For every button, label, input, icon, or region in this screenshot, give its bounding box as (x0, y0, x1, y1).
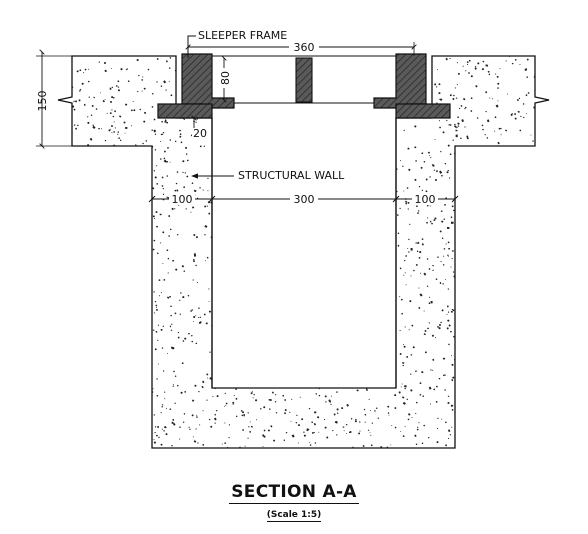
dim-chain-tick-3 (392, 195, 400, 203)
sleeper-frame-right (373, 53, 451, 119)
dim-100-right-mask (412, 192, 438, 205)
frame-center-bar (295, 57, 313, 103)
sleeper-frame-left (157, 53, 235, 119)
dim-300-text: 300 (294, 193, 315, 206)
section-title-text: SECTION A-A (229, 482, 359, 504)
dim-100-left-mask (169, 192, 195, 205)
dim-20-mask (192, 128, 208, 139)
dim-300-mask (290, 192, 318, 205)
dim-20-text: 20 (193, 127, 207, 140)
dim-chain-tick-1 (148, 195, 156, 203)
dim-chain-tick-2 (208, 195, 216, 203)
dim-80-text: 80 (219, 71, 232, 85)
dim-100-right-text: 100 (415, 193, 436, 206)
section-scale-text: (Scale 1:5) (266, 510, 322, 522)
dim-80-mask (219, 68, 230, 88)
section-scale: (Scale 1:5) (0, 510, 588, 522)
section-title: SECTION A-A (0, 482, 588, 504)
concrete-section (57, 55, 550, 449)
structural-wall-mask (236, 167, 348, 181)
dim-chain-tick-4 (451, 195, 459, 203)
sleeper-frame-label: SLEEPER FRAME (198, 29, 287, 42)
dim-360-mask (289, 40, 319, 53)
structural-wall-label: STRUCTURAL WALL (238, 169, 345, 182)
sleeper-frame-leader (187, 35, 196, 58)
dim-360-text: 360 (294, 41, 315, 54)
dim-150-text: 150 (36, 91, 49, 112)
dim-100-left-text: 100 (172, 193, 193, 206)
